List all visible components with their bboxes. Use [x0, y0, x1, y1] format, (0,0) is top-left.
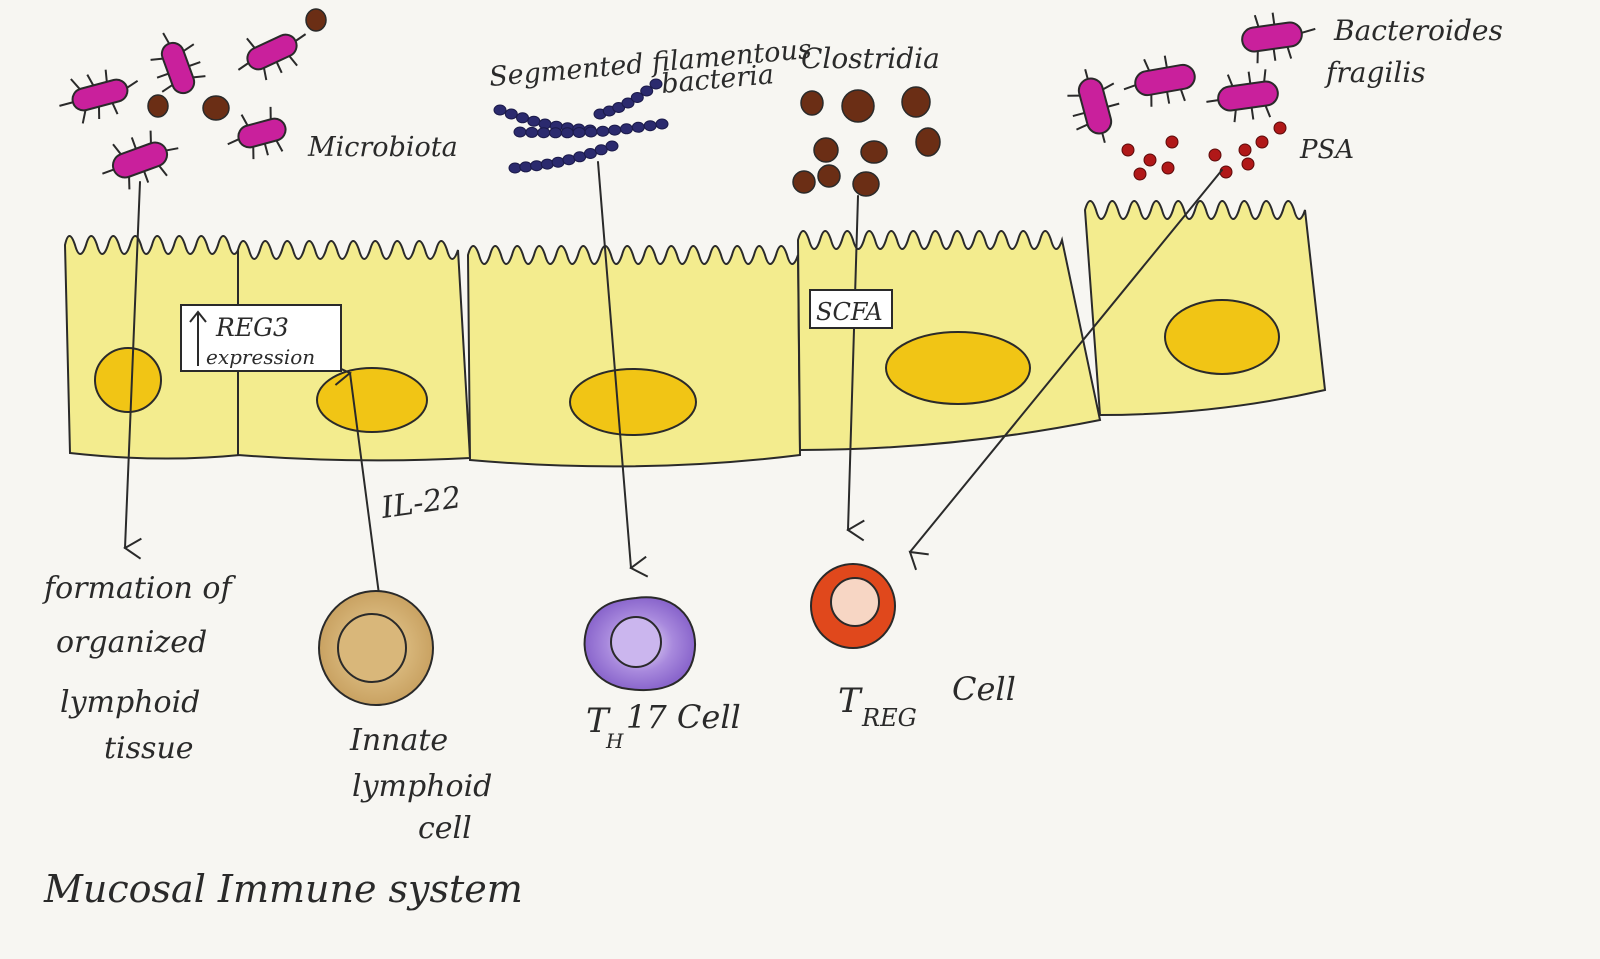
sfb-segment — [643, 120, 657, 132]
bacterium-rod-icon — [1067, 69, 1120, 143]
bacterium-rod-icon — [1206, 69, 1279, 123]
sfb-segment — [655, 118, 669, 130]
treg-cell-label: T REG Cell — [838, 670, 1016, 732]
svg-text:formation of: formation of — [42, 571, 236, 606]
sfb-segment — [493, 104, 507, 116]
sfb-segment — [605, 140, 619, 152]
sfb-segment — [549, 127, 562, 139]
sfb-segment — [504, 108, 518, 120]
bacterium-rod-icon — [1123, 55, 1196, 107]
svg-text:organized: organized — [56, 625, 207, 660]
svg-text:T: T — [838, 681, 863, 721]
arrow-microbiota-to-lymphoid-tissue — [123, 181, 142, 560]
sfb-segment — [573, 151, 587, 163]
sfb-segment — [530, 160, 544, 172]
nucleus-4 — [885, 331, 1031, 405]
sfb-segment — [620, 123, 633, 135]
sfb-segment — [560, 127, 574, 139]
bacteroides-label-line1: Bacteroides — [1333, 14, 1503, 47]
sfb-segment — [513, 126, 527, 138]
arrow-ilc-to-reg3 — [332, 364, 381, 603]
sfb-segment — [630, 92, 644, 103]
reg3-expression-label: expression — [206, 345, 315, 369]
reg3-label: REG3 — [215, 313, 289, 342]
reg3-box: REG3 expression — [180, 304, 342, 372]
sfb-segment — [519, 161, 533, 173]
nucleus-3 — [569, 368, 697, 436]
psa-label: PSA — [1299, 135, 1354, 165]
th17-cell-label: T H 17 Cell — [586, 698, 741, 753]
sfb-segment — [584, 126, 598, 138]
il22-label: IL-22 — [378, 480, 463, 526]
epithelial-cell-3 — [466, 245, 802, 468]
clostridia-cluster — [792, 86, 941, 197]
up-arrow-icon — [189, 310, 207, 366]
svg-text:REG: REG — [861, 704, 917, 732]
sfb-segment — [640, 85, 654, 97]
epithelial-layer — [63, 200, 1327, 468]
scfa-box: SCFA — [809, 289, 893, 329]
sfb-segment — [583, 148, 597, 159]
sfb-segment — [621, 97, 635, 109]
arrow-sfb-to-th17 — [597, 161, 649, 578]
treg-cell-icon — [810, 563, 896, 649]
sfb-segment — [516, 112, 529, 124]
sfb-segment — [537, 127, 551, 139]
sfb-chains-icon — [493, 78, 669, 174]
sfb-segment — [631, 121, 645, 133]
arrow-clostridia-to-treg — [846, 195, 865, 542]
bacterium-rod-icon — [59, 69, 139, 124]
microbiota-label: Microbiota — [307, 132, 458, 163]
svg-text:tissue: tissue — [104, 731, 194, 766]
sfb-segment — [562, 154, 576, 166]
arrows — [123, 161, 1223, 603]
diagram-title: Mucosal Immune system — [43, 867, 523, 911]
svg-text:lymphoid: lymphoid — [352, 769, 492, 804]
sfb-segment — [596, 125, 610, 137]
svg-text:lymphoid: lymphoid — [60, 685, 200, 720]
svg-text:T: T — [586, 701, 611, 741]
svg-text:17 Cell: 17 Cell — [626, 698, 741, 736]
nucleus-1 — [94, 347, 162, 413]
innate-lymphoid-cell-label: Innate lymphoid cell — [349, 723, 492, 846]
bacterium-rod-icon — [102, 130, 179, 190]
bacterium-rod-icon — [1241, 12, 1316, 64]
sfb-segment — [608, 124, 622, 136]
sfb-segment — [572, 127, 586, 138]
arrow-psa-to-treg — [908, 169, 1223, 571]
svg-text:H: H — [605, 729, 624, 753]
bacteroides-label-line2: fragilis — [1324, 56, 1426, 89]
sfb-segment — [540, 158, 554, 170]
innate-lymphoid-cell-icon — [318, 590, 434, 706]
nucleus-5 — [1164, 299, 1280, 375]
svg-text:Cell: Cell — [952, 670, 1016, 708]
sfb-chain — [513, 118, 669, 139]
sfb-segment — [551, 156, 565, 168]
microbiota-cocci — [147, 8, 327, 121]
bacterium-rod-icon — [237, 33, 307, 81]
microbiota-cluster — [59, 32, 307, 190]
sfb-segment — [594, 144, 608, 156]
bacterium-rod-icon — [227, 106, 287, 160]
nucleus-2 — [316, 367, 428, 433]
sfb-segment — [649, 78, 663, 90]
svg-text:cell: cell — [418, 811, 472, 846]
sfb-segment — [527, 115, 541, 127]
sfb-segment — [508, 162, 522, 174]
sfb-segment — [525, 126, 539, 138]
bacteroides-cluster — [1067, 12, 1316, 143]
th17-cell-icon — [583, 596, 696, 691]
sfb-chain — [593, 78, 663, 120]
psa-molecules — [1121, 121, 1287, 181]
svg-text:Innate: Innate — [349, 723, 448, 758]
sfb-chain — [508, 140, 619, 174]
scfa-label: SCFA — [816, 298, 883, 326]
bacterium-rod-icon — [150, 32, 206, 95]
lymphoid-tissue-label: formation of organized lymphoid tissue — [42, 571, 236, 766]
clostridia-label: Clostridia — [801, 42, 940, 75]
